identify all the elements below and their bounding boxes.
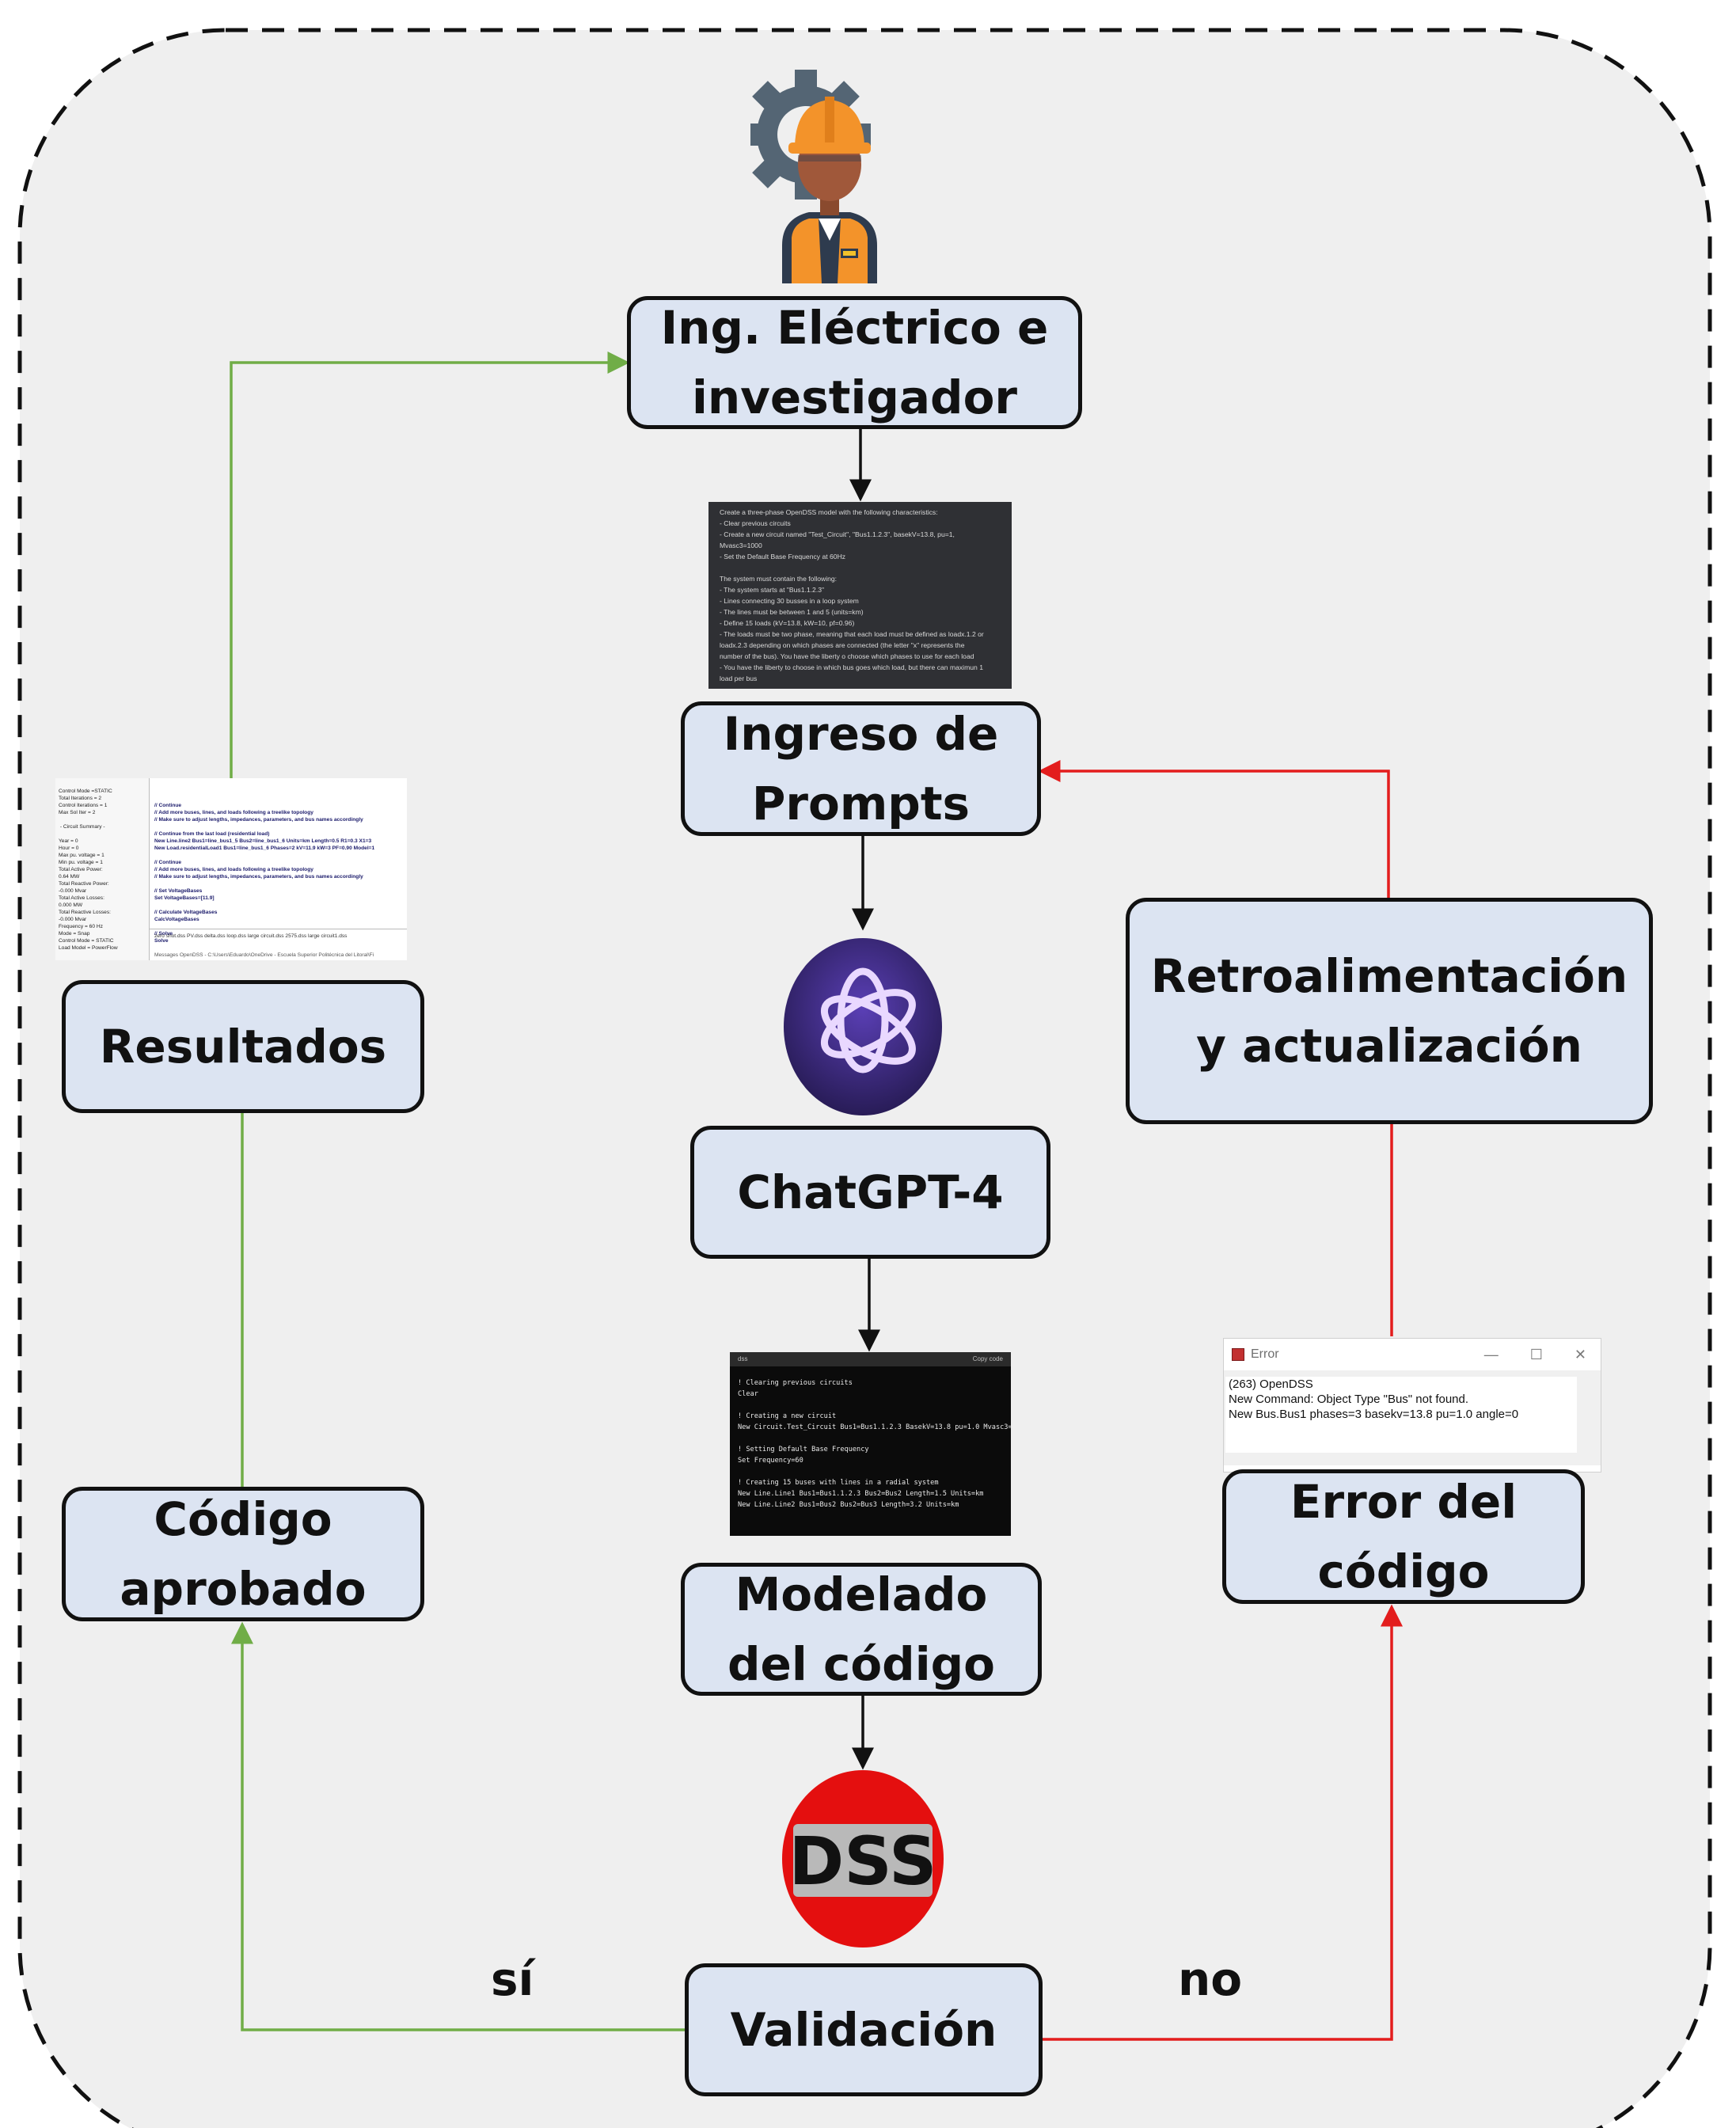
error-dialog-body: (263) OpenDSS New Command: Object Type "… <box>1224 1370 1601 1465</box>
text-line: - You have the liberty to choose in whic… <box>720 663 983 671</box>
text-line: ! Creating 15 buses with lines in a radi… <box>738 1479 939 1487</box>
text-line: load per bus <box>720 674 758 682</box>
text-line: The system must contain the following: <box>720 575 838 583</box>
node-modelado: Modelado del código <box>681 1563 1042 1696</box>
branch-yes-label: sí <box>491 1952 534 2006</box>
results-screenshot: Control Mode =STATIC Total Iterations = … <box>55 778 407 960</box>
text-line: New Line.Line2 Bus1=Bus2 Bus2=Bus3 Lengt… <box>738 1501 959 1509</box>
text-line: number of the bus). You have the liberty… <box>720 652 974 660</box>
results-summary-panel: Control Mode =STATIC Total Iterations = … <box>55 778 150 960</box>
node-chatgpt: ChatGPT-4 <box>690 1126 1050 1259</box>
text-line: Create a three-phase OpenDSS model with … <box>720 508 938 516</box>
minimize-icon[interactable]: — <box>1483 1346 1499 1362</box>
text-line: ! Setting Default Base Frequency <box>738 1446 869 1454</box>
copy-code-button[interactable]: Copy code <box>972 1355 1003 1362</box>
code-header: dss Copy code <box>730 1352 1011 1366</box>
opendss-logo-icon: DSS <box>782 1770 944 1948</box>
arrow-validacion-to-codigo-aprobado <box>231 1621 685 2031</box>
dss-logo-text: DSS <box>789 1822 937 1900</box>
text-line: - Lines connecting 30 busses in a loop s… <box>720 597 859 605</box>
node-resultados: Resultados <box>62 980 424 1113</box>
engineer-with-gear-icon <box>741 62 909 283</box>
prompt-text: Create a three-phase OpenDSS model with … <box>720 507 1001 684</box>
openai-logo-icon <box>784 938 942 1115</box>
error-dialog-titlebar: Error — ☐ ✕ <box>1224 1339 1601 1370</box>
arrow-validacion-to-error <box>1039 1604 1403 2041</box>
text-line <box>738 1433 1003 1444</box>
text-line <box>738 1400 1003 1411</box>
node-retroalimentacion: Retroalimentación y actualización <box>1126 898 1653 1124</box>
text-line: - Create a new circuit named "Test_Circu… <box>720 530 955 538</box>
text-line: New Line.Line1 Bus1=Bus1.1.2.3 Bus2=Bus2… <box>738 1490 984 1498</box>
node-error-codigo: Error del código <box>1222 1469 1585 1604</box>
text-line: Set Frequency=60 <box>738 1457 803 1465</box>
text-line: - Set the Default Base Frequency at 60Hz <box>720 553 846 560</box>
text-line: - The lines must be between 1 and 5 (uni… <box>720 608 864 616</box>
arrow-retro-to-prompts <box>1038 760 1390 898</box>
error-message-text: (263) OpenDSS New Command: Object Type "… <box>1225 1377 1577 1453</box>
arrow-resultados-to-engineer <box>230 352 630 778</box>
node-engineer: Ing. Eléctrico e investigador <box>627 296 1082 429</box>
text-line: - Define 15 loads (kV=13.8, kW=10, pf=0.… <box>720 619 855 627</box>
results-file-tabs[interactable]: zero shot.dss PV.dss delta.dss loop.dss … <box>150 929 407 943</box>
text-line: - The loads must be two phase, meaning t… <box>720 630 984 638</box>
prompt-screenshot: Create a three-phase OpenDSS model with … <box>708 502 1012 689</box>
text-line: New Circuit.Test_Circuit Bus1=Bus1.1.2.3… <box>738 1423 1011 1431</box>
error-dialog-title: Error <box>1251 1347 1279 1361</box>
results-status-bar: Messages OpenDSS - C:\Users\Eduardo\OneD… <box>154 952 374 958</box>
text-line: ! Creating a new circuit <box>738 1412 837 1420</box>
error-app-icon <box>1232 1348 1244 1361</box>
node-codigo-aprobado: Código aprobado <box>62 1487 424 1621</box>
close-icon[interactable]: ✕ <box>1574 1346 1586 1362</box>
code-language-label: dss <box>738 1355 748 1362</box>
error-dialog-screenshot: Error — ☐ ✕ (263) OpenDSS New Command: O… <box>1223 1338 1601 1472</box>
branch-no-label: no <box>1178 1952 1243 2006</box>
text-line: ! Clearing previous circuits <box>738 1379 853 1387</box>
text-line <box>720 562 1001 573</box>
node-prompts: Ingreso de Prompts <box>681 701 1041 836</box>
results-script-text: // Continue // Add more buses, lines, an… <box>154 803 375 944</box>
maximize-icon[interactable]: ☐ <box>1529 1346 1543 1362</box>
text-line: - The system starts at "Bus1.1.2.3" <box>720 586 825 594</box>
text-line: loadx.2.3 depending on which phases are … <box>720 641 965 649</box>
text-line: - Clear previous circuits <box>720 519 791 527</box>
code-screenshot: dss Copy code ! Clearing previous circui… <box>730 1352 1011 1536</box>
text-line: Mvasc3=1000 <box>720 542 762 549</box>
text-line: Clear <box>738 1390 758 1398</box>
node-validacion: Validación <box>685 1963 1043 2096</box>
text-line <box>738 1466 1003 1477</box>
results-script-panel: // Continue // Add more buses, lines, an… <box>150 778 407 960</box>
